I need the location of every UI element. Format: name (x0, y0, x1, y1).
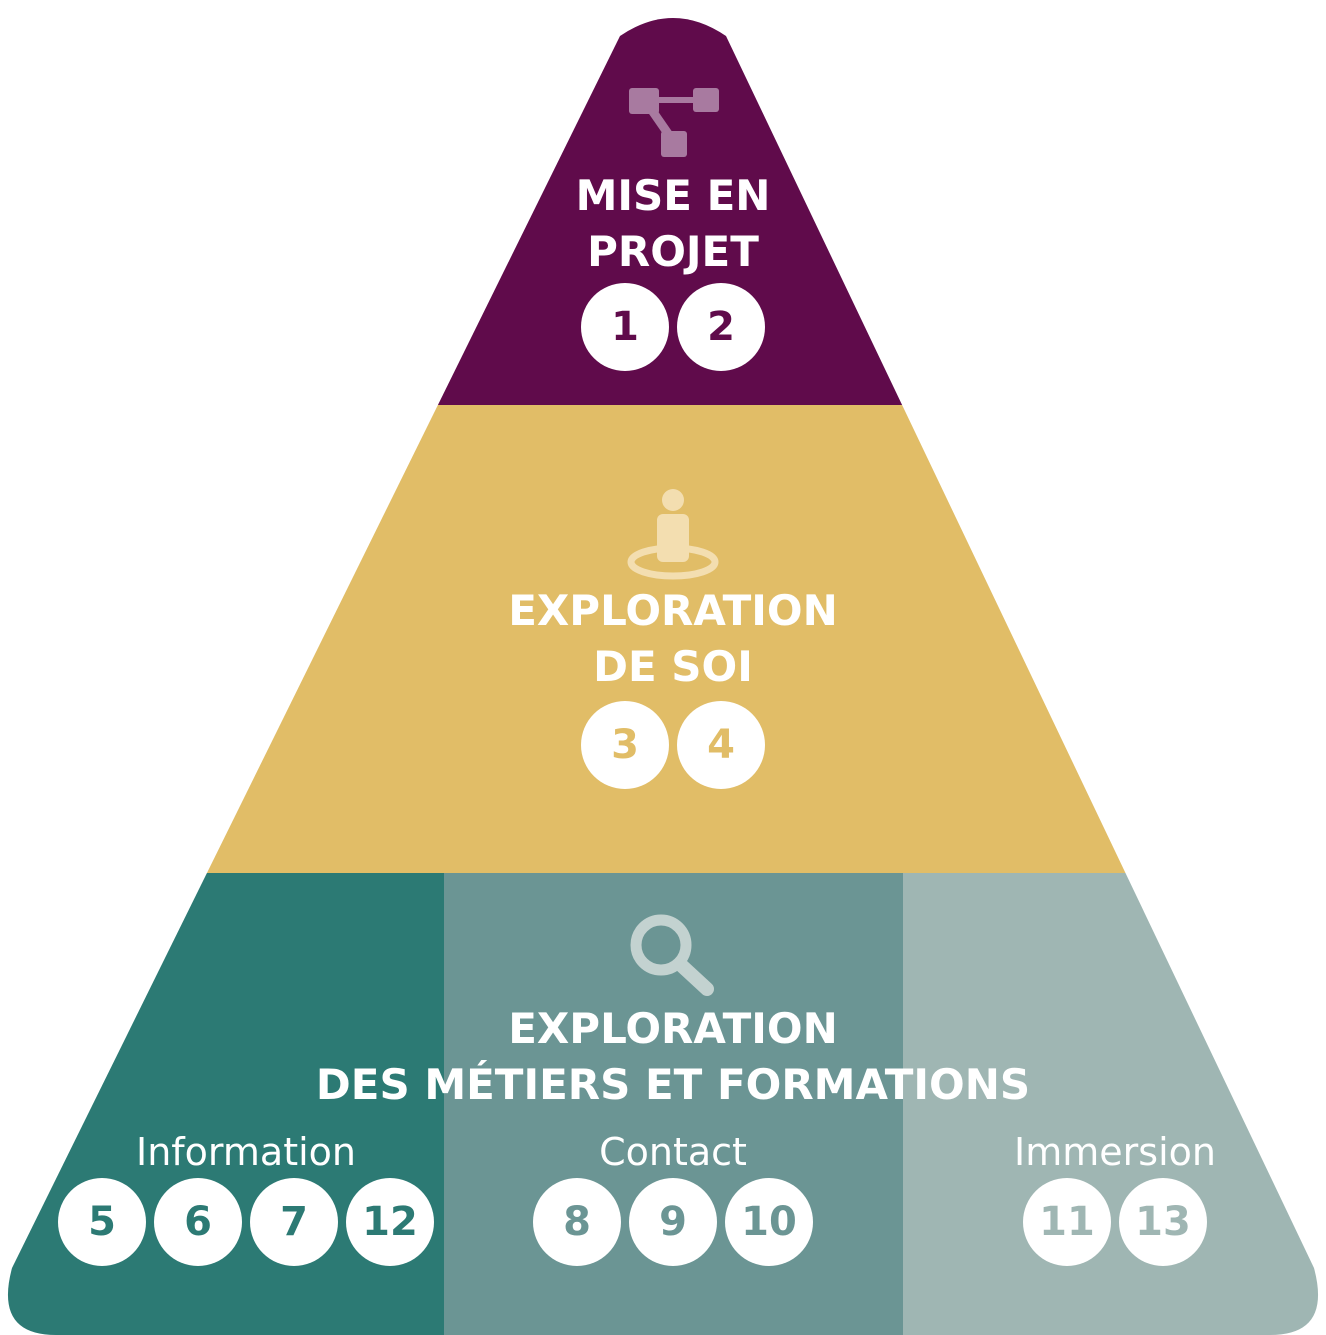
level-top-title: MISE EN PROJET (576, 168, 771, 280)
level-middle-numbers: 3 4 (581, 701, 765, 789)
level-top-title-line2: PROJET (587, 227, 759, 276)
number-badge-5[interactable]: 5 (58, 1178, 146, 1266)
number-badge-3[interactable]: 3 (581, 701, 669, 789)
number-badge-6[interactable]: 6 (154, 1178, 242, 1266)
project-flow-icon (629, 88, 719, 157)
number-badge-13[interactable]: 13 (1119, 1178, 1207, 1266)
section-immersion-label: Immersion (1014, 1130, 1216, 1174)
section-information-numbers: 5 6 7 12 (58, 1178, 434, 1266)
level-top-numbers: 1 2 (581, 283, 765, 371)
number-badge-12[interactable]: 12 (346, 1178, 434, 1266)
level-top-title-line1: MISE EN (575, 171, 771, 220)
number-badge-9[interactable]: 9 (629, 1178, 717, 1266)
number-badge-8[interactable]: 8 (533, 1178, 621, 1266)
level-middle-title-line1: EXPLORATION (508, 586, 838, 635)
person-target-icon (627, 489, 719, 580)
number-badge-1[interactable]: 1 (581, 283, 669, 371)
magnifier-icon (630, 914, 714, 996)
number-badge-7[interactable]: 7 (250, 1178, 338, 1266)
section-contact-label: Contact (599, 1130, 747, 1174)
section-contact-numbers: 8 9 10 (533, 1178, 813, 1266)
level-bottom-title-line2: DES MÉTIERS ET FORMATIONS (315, 1060, 1031, 1109)
level-bottom-title-line1: EXPLORATION (508, 1004, 838, 1053)
number-badge-2[interactable]: 2 (677, 283, 765, 371)
level-middle-title: EXPLORATION DE SOI (508, 583, 838, 695)
section-immersion-numbers: 11 13 (1023, 1178, 1207, 1266)
number-badge-4[interactable]: 4 (677, 701, 765, 789)
number-badge-11[interactable]: 11 (1023, 1178, 1111, 1266)
section-information-label: Information (136, 1130, 356, 1174)
level-middle-title-line2: DE SOI (593, 642, 753, 691)
number-badge-10[interactable]: 10 (725, 1178, 813, 1266)
level-bottom-title: EXPLORATION DES MÉTIERS ET FORMATIONS (316, 1001, 1030, 1113)
